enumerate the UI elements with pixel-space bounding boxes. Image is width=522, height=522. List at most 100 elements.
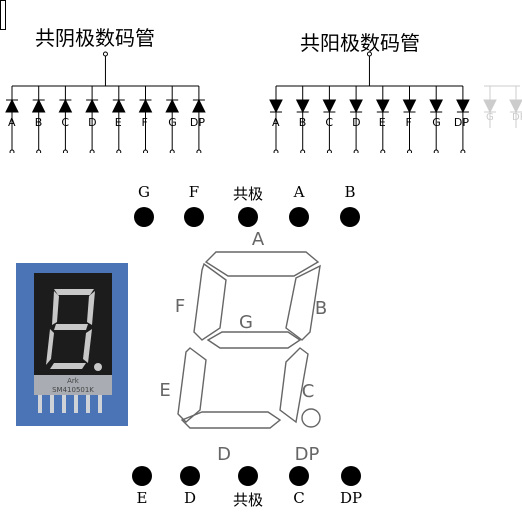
bottom-pin-dot-3 — [238, 466, 258, 486]
bottom-pin-label-4: C — [293, 489, 305, 507]
segment-label-dp: DP — [294, 444, 320, 465]
segment-label-f: F — [174, 296, 186, 317]
anode-diode-c — [322, 99, 337, 114]
anode-pin-end-c — [326, 149, 332, 153]
device-pins — [38, 391, 102, 413]
cathode-diode-e — [111, 98, 126, 113]
anode-diode-b — [295, 99, 310, 114]
segment-dp — [301, 408, 321, 428]
segment-label-g: G — [239, 312, 253, 333]
cathode-pin-end-d — [89, 149, 95, 153]
cathode-pin-end-g — [169, 149, 175, 153]
anode-pin-label-g: G — [432, 116, 441, 129]
bottom-pin-dot-2 — [180, 466, 200, 486]
anode-pin-end-dp — [460, 149, 466, 153]
segment-c — [279, 347, 309, 424]
anode-pin-end-d — [353, 149, 359, 153]
anode-pin-end-e — [380, 149, 386, 153]
anode-pin-end-a — [273, 149, 279, 153]
segment-e — [177, 347, 207, 423]
text-cursor — [0, 0, 6, 30]
segment-label-b: B — [314, 298, 328, 319]
cathode-diode-b — [31, 98, 46, 113]
seven-segment-outline — [177, 251, 321, 429]
cathode-pin-label-b: B — [34, 116, 43, 129]
cathode-diode-dp — [192, 98, 206, 113]
cathode-pin-label-c: C — [61, 116, 70, 129]
anode-pin-label-e: E — [378, 116, 386, 129]
device-photo-drawing: Ark SM410501K — [34, 273, 112, 413]
cathode-pin-end-e — [116, 149, 122, 153]
segment-d — [180, 411, 282, 429]
anode-title: 共阳极数码管 — [300, 31, 420, 55]
cathode-pin-end-dp — [196, 149, 202, 153]
top-pin-dot-1 — [134, 207, 154, 227]
anode-diode-a — [269, 99, 283, 114]
cathode-pin-label-a: A — [8, 116, 16, 129]
cathode-schematic — [5, 51, 206, 153]
cathode-pin-end-f — [143, 149, 148, 153]
cathode-diode-c — [58, 98, 73, 113]
cathode-pin-end-c — [62, 149, 68, 153]
cathode-title: 共阴极数码管 — [35, 26, 155, 50]
cathode-pin-label-g: G — [168, 116, 177, 129]
cathode-diode-d — [85, 98, 99, 113]
segment-label-a: A — [251, 229, 265, 250]
segment-label-e: E — [159, 380, 171, 401]
segment-b — [285, 264, 321, 341]
cathode-pin-end-b — [36, 149, 42, 153]
cathode-pin-label-e: E — [114, 116, 122, 129]
anode-pin-end-g — [433, 149, 439, 153]
cathode-common-node — [102, 51, 108, 57]
ghost-diode-g — [483, 99, 497, 114]
top-pin-dot-3 — [238, 207, 258, 227]
anode-pin-end-b — [300, 149, 306, 153]
ghost-diode-dp — [509, 99, 522, 114]
anode-schematic: G DP — [269, 51, 522, 153]
bottom-pin-label-2: D — [183, 489, 197, 507]
bottom-pin-label-5: DP — [339, 489, 363, 507]
bottom-pin-dot-5 — [341, 466, 361, 486]
top-pin-dot-5 — [340, 207, 360, 227]
cathode-pin-label-f: F — [141, 116, 148, 129]
device-digit — [46, 289, 102, 371]
anode-pin-end-f — [407, 149, 412, 153]
anode-pin-label-c: C — [325, 116, 334, 129]
top-pin-label-4: A — [293, 183, 305, 201]
cathode-diode-f — [138, 98, 153, 113]
top-pin-dot-2 — [184, 207, 204, 227]
cathode-diode-a — [5, 98, 19, 113]
bottom-pin-label-3: 共极 — [232, 491, 264, 509]
cathode-pin-label-d: D — [88, 116, 97, 129]
anode-diode-f — [402, 99, 417, 114]
cathode-diode-g — [165, 98, 180, 113]
anode-pin-label-b: B — [298, 116, 307, 129]
bottom-pin-label-1: E — [136, 489, 148, 507]
anode-pin-label-d: D — [352, 116, 361, 129]
anode-diode-dp — [456, 99, 470, 114]
segment-label-d: D — [217, 444, 231, 465]
segment-label-c: C — [301, 381, 315, 402]
device-printed-line2: SM410501K — [52, 386, 94, 394]
anode-pin-label-dp: DP — [453, 116, 469, 129]
device-printed-line1: Ark — [67, 377, 80, 385]
anode-pin-label-a: A — [272, 116, 280, 129]
device-photo: Ark SM410501K — [16, 263, 128, 426]
device-label-strip — [34, 375, 112, 395]
segment-a — [204, 251, 320, 277]
anode-common-node — [366, 51, 372, 57]
ghost-pin-label-dp: DP — [512, 112, 522, 123]
segment-f — [193, 262, 227, 341]
top-pin-label-2: F — [188, 183, 200, 201]
top-pin-label-5: B — [344, 183, 356, 201]
anode-diode-d — [349, 99, 363, 114]
ghost-pin-label-g: G — [486, 112, 494, 123]
top-pin-label-1: G — [138, 183, 150, 201]
anode-diode-g — [429, 99, 444, 114]
top-pin-label-3: 共极 — [232, 185, 264, 203]
bottom-pin-dot-4 — [289, 466, 309, 486]
bottom-pin-dot-1 — [132, 466, 152, 486]
cathode-pin-end-a — [9, 149, 15, 153]
cathode-pin-label-dp: DP — [189, 116, 205, 129]
anode-pin-label-f: F — [405, 116, 412, 129]
